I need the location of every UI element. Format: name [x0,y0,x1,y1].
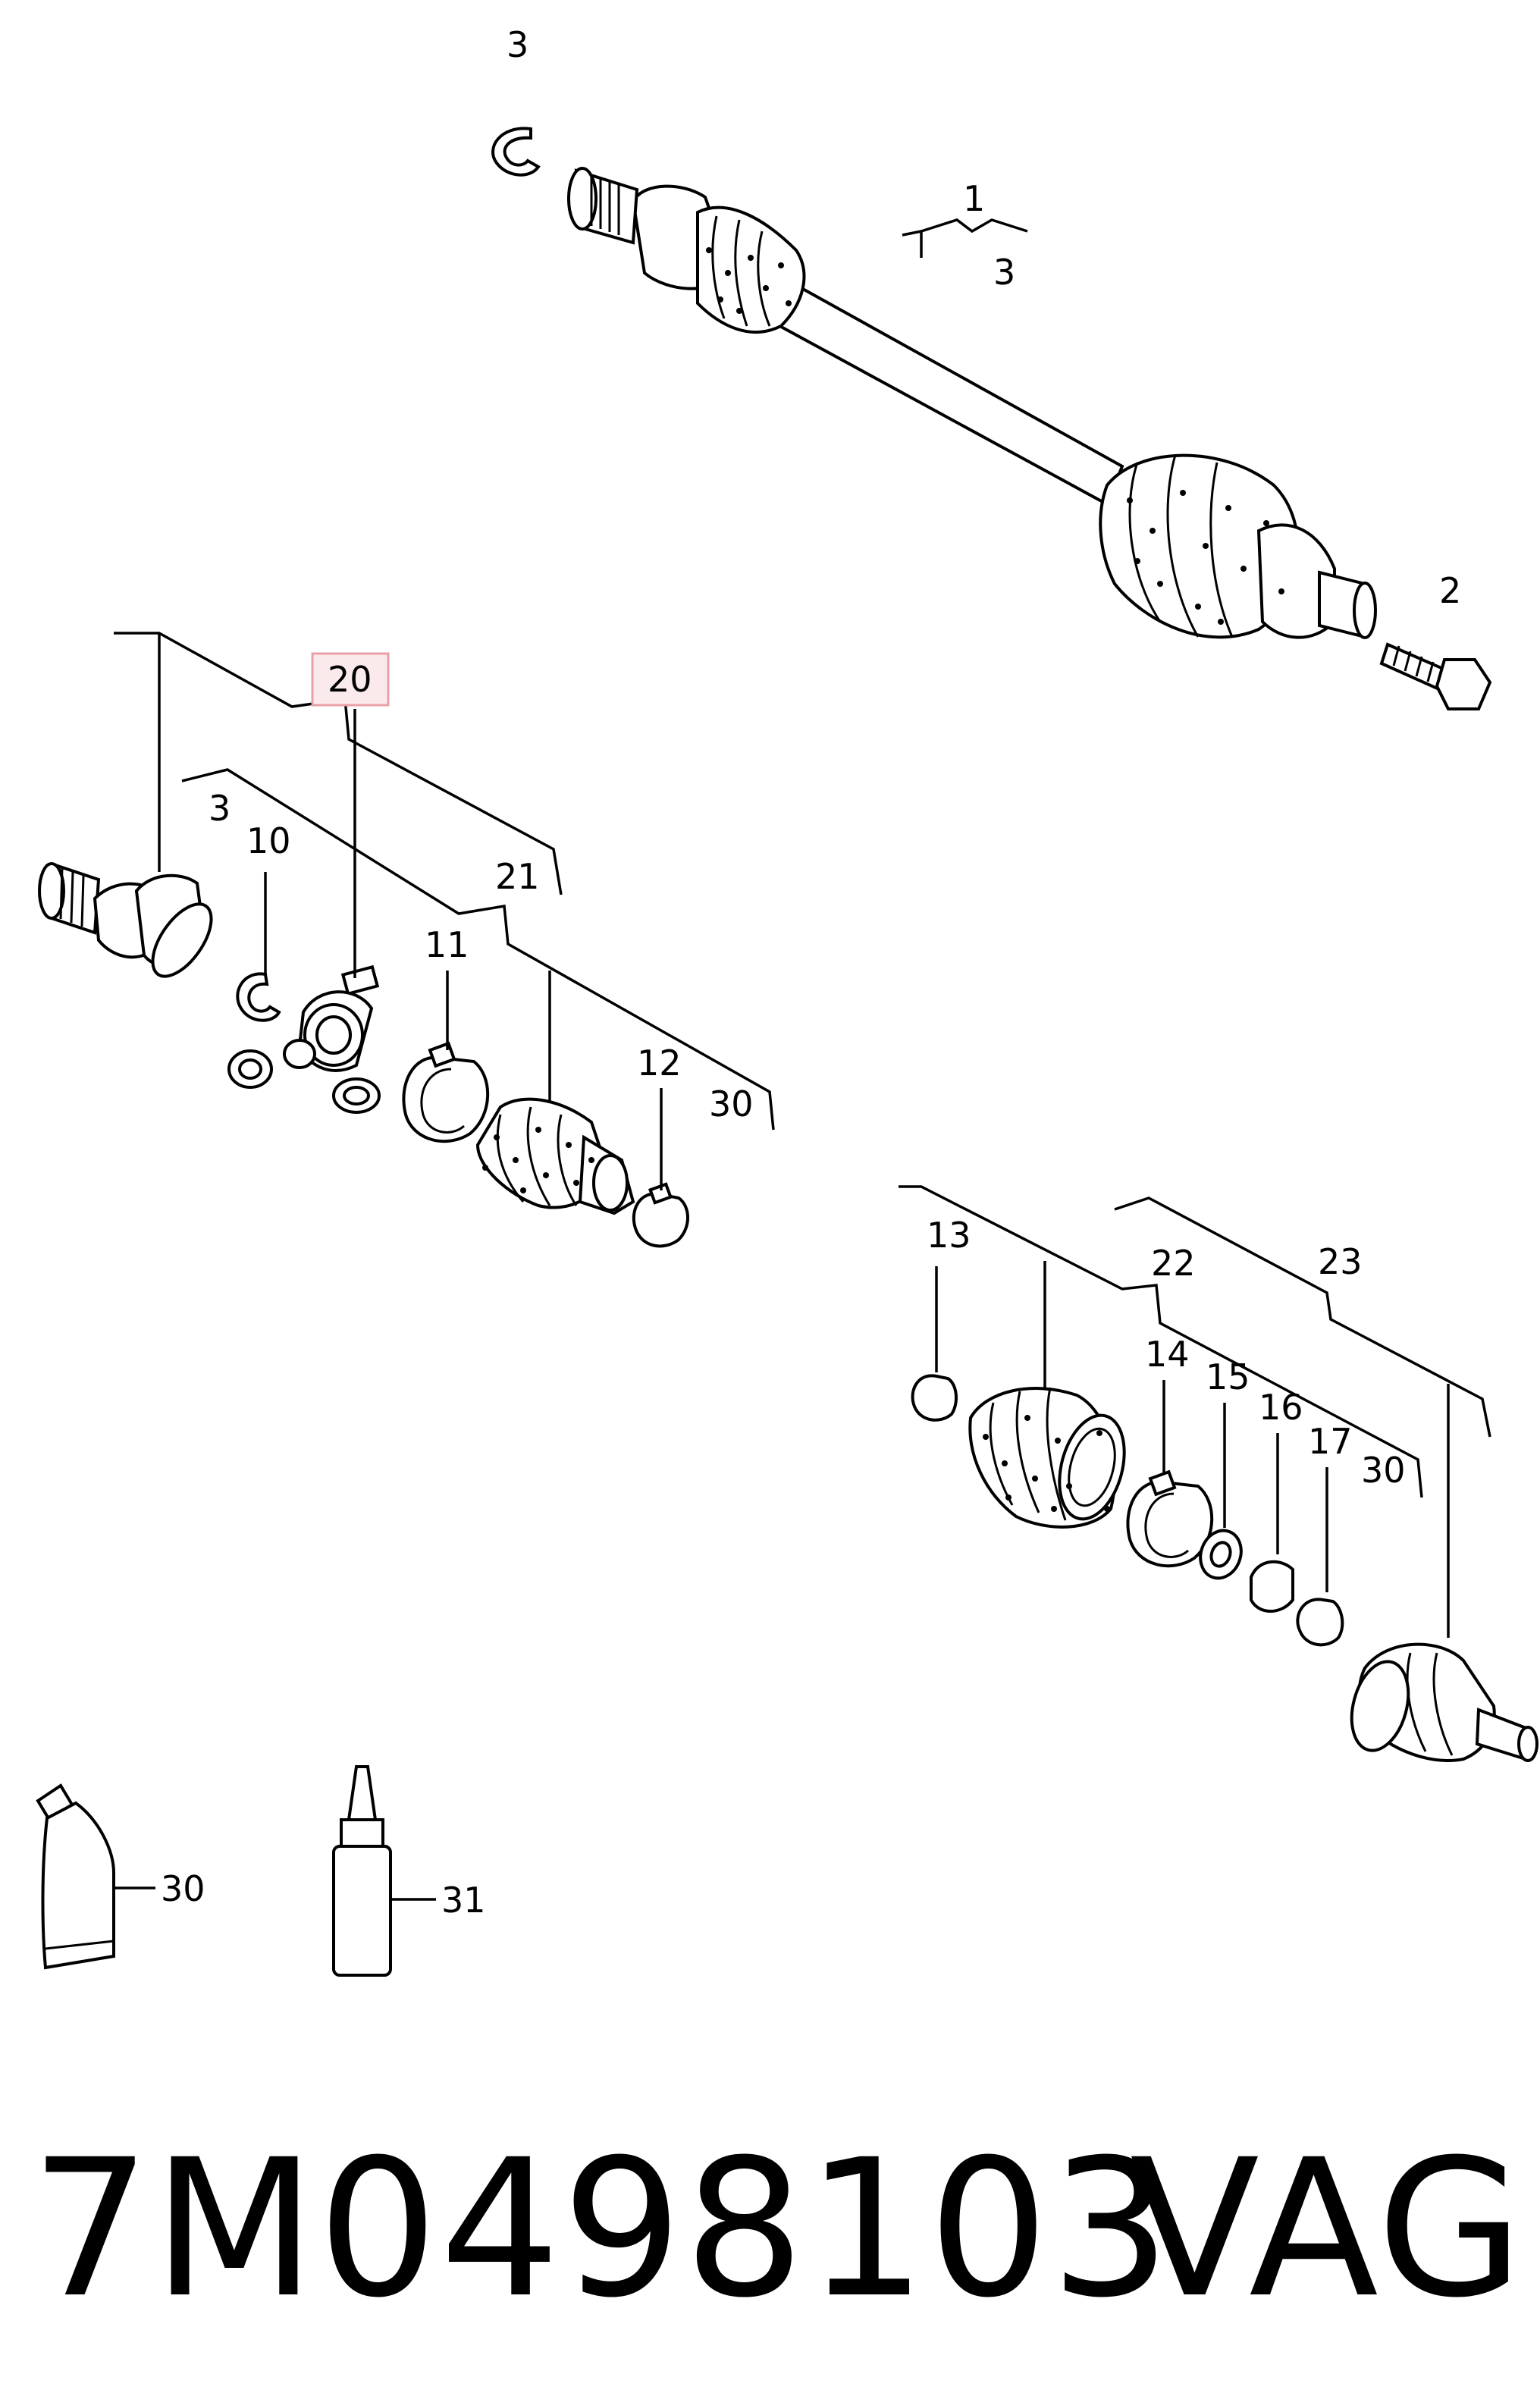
footer: 7M0498103 VAG [30,2115,1523,2343]
bracket-3-30 [181,768,775,1131]
callout-3-shaft: 3 [993,252,1015,293]
callout-30-left: 30 [709,1084,754,1124]
callout-20: 20 [328,659,372,700]
bracket-13-22 [899,1185,1423,1498]
callout-2: 2 [1439,570,1461,611]
callout-13: 13 [927,1215,971,1256]
part-number: 7M0498103 [30,2118,1173,2339]
callout-23: 23 [1318,1241,1363,1282]
callout-30-right: 30 [1361,1450,1406,1491]
grease-tube-part [36,1783,155,1970]
callout-10: 10 [246,820,291,861]
callout-17: 17 [1308,1421,1353,1462]
outer-joint-group [911,1374,1538,1762]
brand-name: VAG [1130,2118,1526,2339]
callout-21: 21 [495,856,540,897]
drive-shaft-assembly [567,167,1377,639]
callout-16: 16 [1259,1387,1303,1428]
bolt-part [1379,642,1492,710]
callout-22: 22 [1151,1243,1196,1284]
bracket-1 [920,218,1028,258]
callout-1: 1 [963,178,985,219]
callout-3-left: 3 [209,788,231,829]
circlip-top [491,127,541,177]
callout-12: 12 [637,1043,682,1084]
bracket-23 [1114,1196,1491,1438]
inner-joint-group [38,862,689,1248]
sealant-bottle-part [332,1765,436,1977]
callout-3-top: 3 [507,24,528,65]
callout-30-grease: 30 [161,1868,205,1909]
callout-11: 11 [425,924,469,965]
callout-31: 31 [441,1880,486,1921]
callout-14: 14 [1145,1334,1190,1375]
callout-15: 15 [1206,1356,1250,1397]
callout-20-highlight [311,652,390,707]
